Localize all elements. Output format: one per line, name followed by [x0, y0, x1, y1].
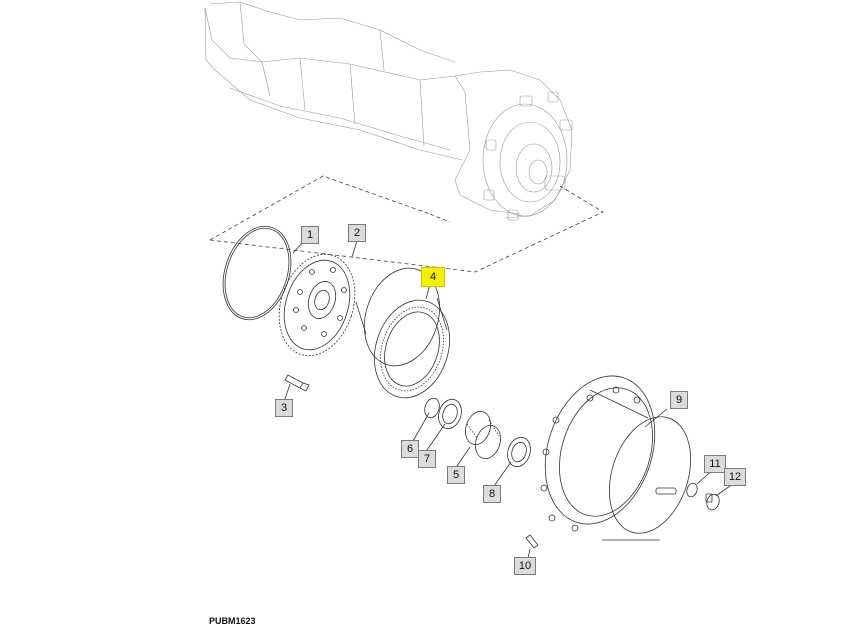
leader-lines	[284, 240, 735, 559]
ring-gear-carrier-part	[278, 253, 356, 357]
callout-4-highlighted[interactable]: 4	[421, 267, 445, 287]
callout-9[interactable]: 9	[670, 391, 688, 409]
callout-5[interactable]: 5	[447, 466, 465, 484]
callout-7[interactable]: 7	[418, 450, 436, 468]
planet-pinion-part	[465, 411, 501, 459]
o-ring-part-11	[686, 482, 698, 498]
cap-screw-part	[284, 374, 310, 392]
o-ring-part	[222, 225, 292, 321]
callout-6[interactable]: 6	[401, 440, 419, 458]
snap-ring-part	[424, 397, 440, 419]
callout-12[interactable]: 12	[724, 468, 746, 486]
callout-10[interactable]: 10	[514, 557, 536, 575]
ring-gear-part	[355, 267, 450, 399]
bearing-part-7	[438, 398, 462, 430]
callout-11[interactable]: 11	[704, 455, 726, 473]
drain-plug-part	[705, 493, 720, 511]
callout-2[interactable]: 2	[348, 224, 366, 242]
assembly-outline	[209, 175, 604, 273]
callout-1[interactable]: 1	[301, 226, 319, 244]
planetary-housing-part	[540, 375, 692, 541]
diagram-code: PUBM1623	[209, 616, 256, 626]
bearing-part-8	[507, 436, 531, 468]
callout-8[interactable]: 8	[483, 485, 501, 503]
axle-housing	[204, 1, 573, 221]
cap-screw-part-10	[525, 534, 539, 549]
callout-3[interactable]: 3	[275, 399, 293, 417]
